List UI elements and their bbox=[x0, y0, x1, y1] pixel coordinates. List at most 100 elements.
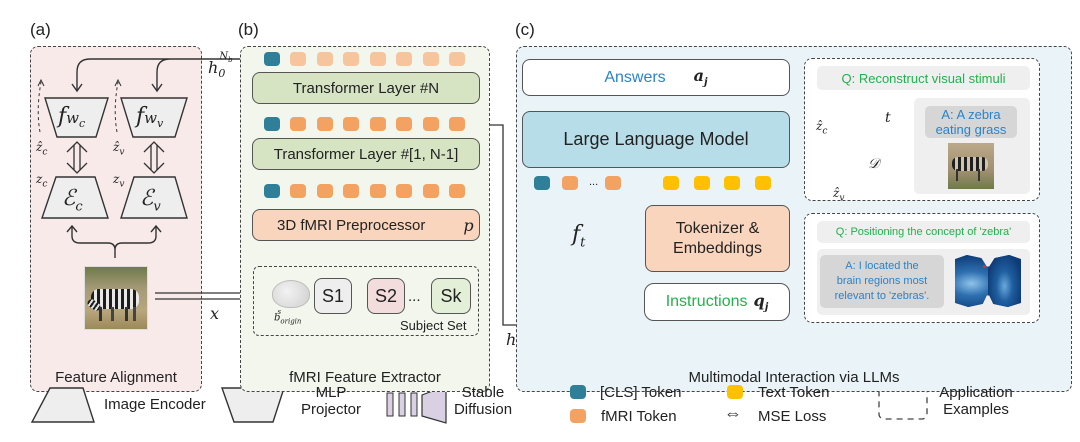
example2-answer-line1: A: I located the bbox=[845, 260, 919, 272]
zhat-v-dashed-arrow bbox=[114, 81, 119, 133]
text-token bbox=[724, 176, 740, 190]
fmri-token bbox=[316, 117, 333, 131]
z-c-label: zc bbox=[36, 172, 48, 190]
cls-token bbox=[534, 176, 550, 190]
example1-question: Q: Reconstruct visual stimuli bbox=[817, 66, 1030, 90]
mse-loss-icon: ⇔ bbox=[724, 403, 742, 423]
fmri-token bbox=[396, 52, 412, 66]
fmri-token bbox=[396, 184, 412, 198]
subject-set-label: Subject Set bbox=[400, 318, 467, 333]
answers-box: Answers aj bbox=[522, 59, 790, 96]
encoder-v-label: ℰv bbox=[140, 186, 161, 215]
zebra-input-image bbox=[84, 266, 148, 330]
fmri-token bbox=[290, 184, 306, 198]
legend-text-token-label: Text Token bbox=[758, 384, 830, 401]
legend-mlp-projector-label: MLP Projector bbox=[296, 384, 366, 418]
fmri-token bbox=[449, 52, 465, 66]
cls-token bbox=[264, 52, 280, 66]
fmri-token bbox=[396, 117, 412, 131]
preprocessor-symbol: p bbox=[463, 215, 474, 235]
fmri-token bbox=[605, 176, 621, 190]
panel-c-caption: Multimodal Interaction via LLMs bbox=[688, 369, 900, 386]
subject-sk[interactable]: Sk bbox=[431, 278, 471, 314]
example2-answer-line2: brain regions most bbox=[836, 275, 928, 287]
subject-ellipsis: ... bbox=[408, 288, 421, 305]
text-token bbox=[693, 176, 710, 190]
example1-zhat-c-label: ẑc bbox=[816, 119, 828, 137]
legend-image-encoder-shape bbox=[30, 387, 95, 423]
fmri-token bbox=[290, 52, 306, 66]
cls-token bbox=[264, 117, 280, 131]
fmri-token bbox=[422, 52, 439, 66]
example1-answer-line1: A: A zebra bbox=[941, 107, 1001, 122]
legend-app-line2: Examples bbox=[943, 401, 1009, 418]
text-token bbox=[663, 176, 679, 190]
fmri-token bbox=[290, 117, 306, 131]
legend-application-examples-label: Application Examples bbox=[934, 384, 1018, 418]
mse-arrow-c bbox=[66, 141, 88, 174]
zhat-v-label: ẑv bbox=[113, 140, 125, 158]
example2-answer: A: I located the brain regions most rele… bbox=[820, 255, 944, 308]
projector-v-label: fwv bbox=[136, 104, 164, 130]
panel-b-label: (b) bbox=[238, 20, 259, 39]
fmri-token bbox=[562, 176, 578, 190]
projector-v-shape bbox=[120, 97, 188, 138]
example1-zhat-v-label: ẑv bbox=[833, 186, 845, 204]
encoder-v-shape bbox=[120, 176, 188, 219]
fmri-token bbox=[343, 184, 359, 198]
z-v-label: zv bbox=[113, 172, 125, 190]
legend-text-token-swatch bbox=[727, 385, 743, 399]
preprocessor-label: 3D fMRI Preprocessor bbox=[277, 216, 426, 234]
fmri-token bbox=[369, 52, 386, 66]
legend-sd-line1: Stable bbox=[461, 384, 505, 401]
decoder-label: 𝒟 bbox=[868, 156, 880, 172]
answers-symbol: aj bbox=[693, 66, 708, 89]
subject-set bbox=[253, 266, 479, 336]
legend-app-examples-shape bbox=[878, 382, 928, 420]
fmri-token bbox=[316, 52, 333, 66]
legend-sd-line2: Diffusion bbox=[453, 401, 513, 418]
fmri-token bbox=[316, 184, 333, 198]
subject-s1-label: S1 bbox=[321, 285, 345, 306]
brain-origin-label: borigins bbox=[274, 308, 302, 326]
legend-cls-token-swatch bbox=[570, 385, 586, 399]
panel-a-caption: Feature Alignment bbox=[55, 369, 177, 386]
tokenizer-embeddings: Tokenizer & Embeddings bbox=[645, 205, 790, 272]
projector-c-shape bbox=[44, 97, 109, 138]
t-label: t bbox=[885, 110, 891, 126]
fmri-token bbox=[369, 117, 386, 131]
instructions-box: Instructions qj bbox=[644, 283, 790, 321]
example1-answer: A: A zebra eating grass bbox=[925, 106, 1017, 138]
encoder-c-shape bbox=[41, 176, 109, 219]
zhat-c-label: ẑc bbox=[36, 140, 48, 158]
fmri-token bbox=[343, 117, 359, 131]
subject-s2[interactable]: S2 bbox=[367, 278, 405, 314]
example2-question: Q: Positioning the concept of 'zebra' bbox=[817, 221, 1030, 243]
image-to-encoders-arrow bbox=[71, 226, 157, 258]
encoder-c-label: ℰc bbox=[62, 186, 83, 215]
subject-s1[interactable]: S1 bbox=[314, 278, 352, 314]
fmri-token bbox=[369, 184, 386, 198]
transformer-layer-n: Transformer Layer #N bbox=[252, 72, 480, 104]
projector-c-label: fwc bbox=[58, 104, 86, 130]
fmri-token bbox=[343, 52, 359, 66]
subject-s2-label: S2 bbox=[374, 285, 398, 306]
x-label: x bbox=[210, 304, 220, 323]
tokenizer-line2: Embeddings bbox=[673, 239, 762, 257]
subject-sk-label: Sk bbox=[440, 285, 462, 306]
legend-mlp-line1: MLP bbox=[315, 384, 347, 401]
brain-icon bbox=[272, 280, 310, 308]
token-ellipsis: ... bbox=[589, 176, 599, 188]
text-token bbox=[754, 176, 771, 190]
panel-a-label: (a) bbox=[30, 20, 51, 39]
fmri-preprocessor: 3D fMRI Preprocessor p bbox=[252, 209, 480, 241]
legend-mlp-projector-shape bbox=[221, 387, 285, 423]
legend-sd-block-2 bbox=[398, 392, 406, 417]
ft-label: ft bbox=[572, 222, 586, 251]
legend-sd-block-3 bbox=[410, 392, 418, 417]
panel-c-label: (c) bbox=[515, 20, 535, 39]
legend-mse-loss-label: MSE Loss bbox=[758, 408, 827, 425]
fmri-token bbox=[422, 117, 439, 131]
example1-answer-line2: eating grass bbox=[935, 122, 1007, 137]
panel-b-caption: fMRI Feature Extractor bbox=[289, 369, 441, 386]
